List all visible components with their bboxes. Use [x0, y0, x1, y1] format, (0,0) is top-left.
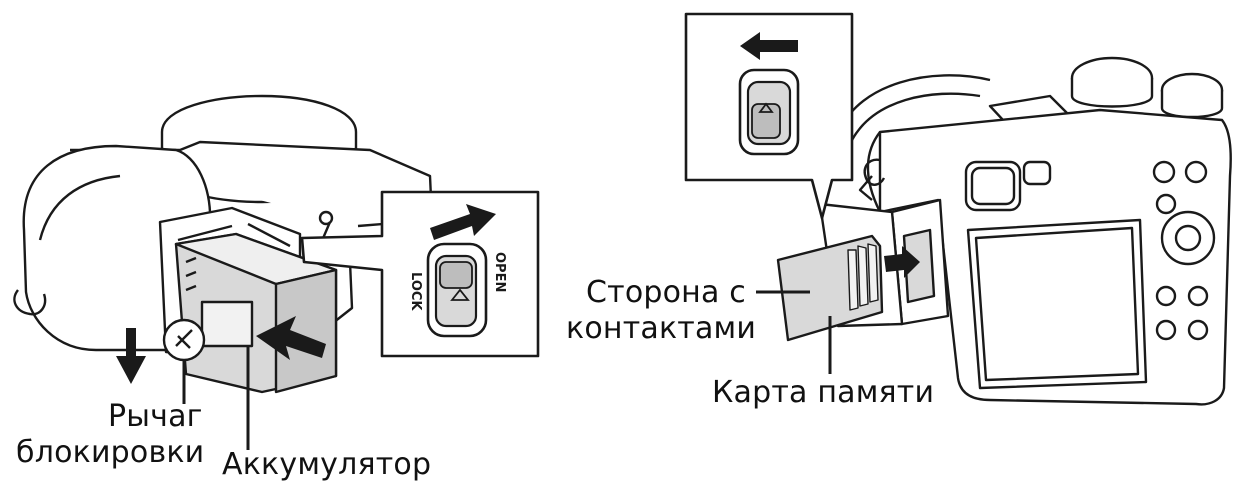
- down-arrow-icon: [116, 328, 146, 384]
- left-leader-lines: [182, 346, 250, 450]
- memory-card-shape: [776, 234, 884, 342]
- right-leader-lines: [756, 290, 832, 374]
- lock-lever-icon: [162, 318, 206, 362]
- insert-card-arrow-icon: [884, 246, 920, 278]
- door-switch-inset: [300, 190, 540, 358]
- lock-lever-label-line1: Рычаг: [108, 399, 203, 434]
- memory-card-label: Карта памяти: [712, 375, 935, 410]
- contact-side-label-line2: контактами: [566, 311, 757, 346]
- switch-lock-text: LOCK: [408, 272, 423, 311]
- card-door-inset: [684, 12, 854, 220]
- insert-battery-arrow-icon: [256, 316, 326, 360]
- contact-side-label-line1: Сторона с: [586, 275, 747, 310]
- battery-shape: [174, 232, 338, 394]
- switch-open-text: OPEN: [492, 252, 507, 292]
- battery-label: Аккумулятор: [222, 447, 432, 482]
- lock-lever-label-line2: блокировки: [16, 435, 205, 470]
- right-camera-body: [818, 56, 1232, 406]
